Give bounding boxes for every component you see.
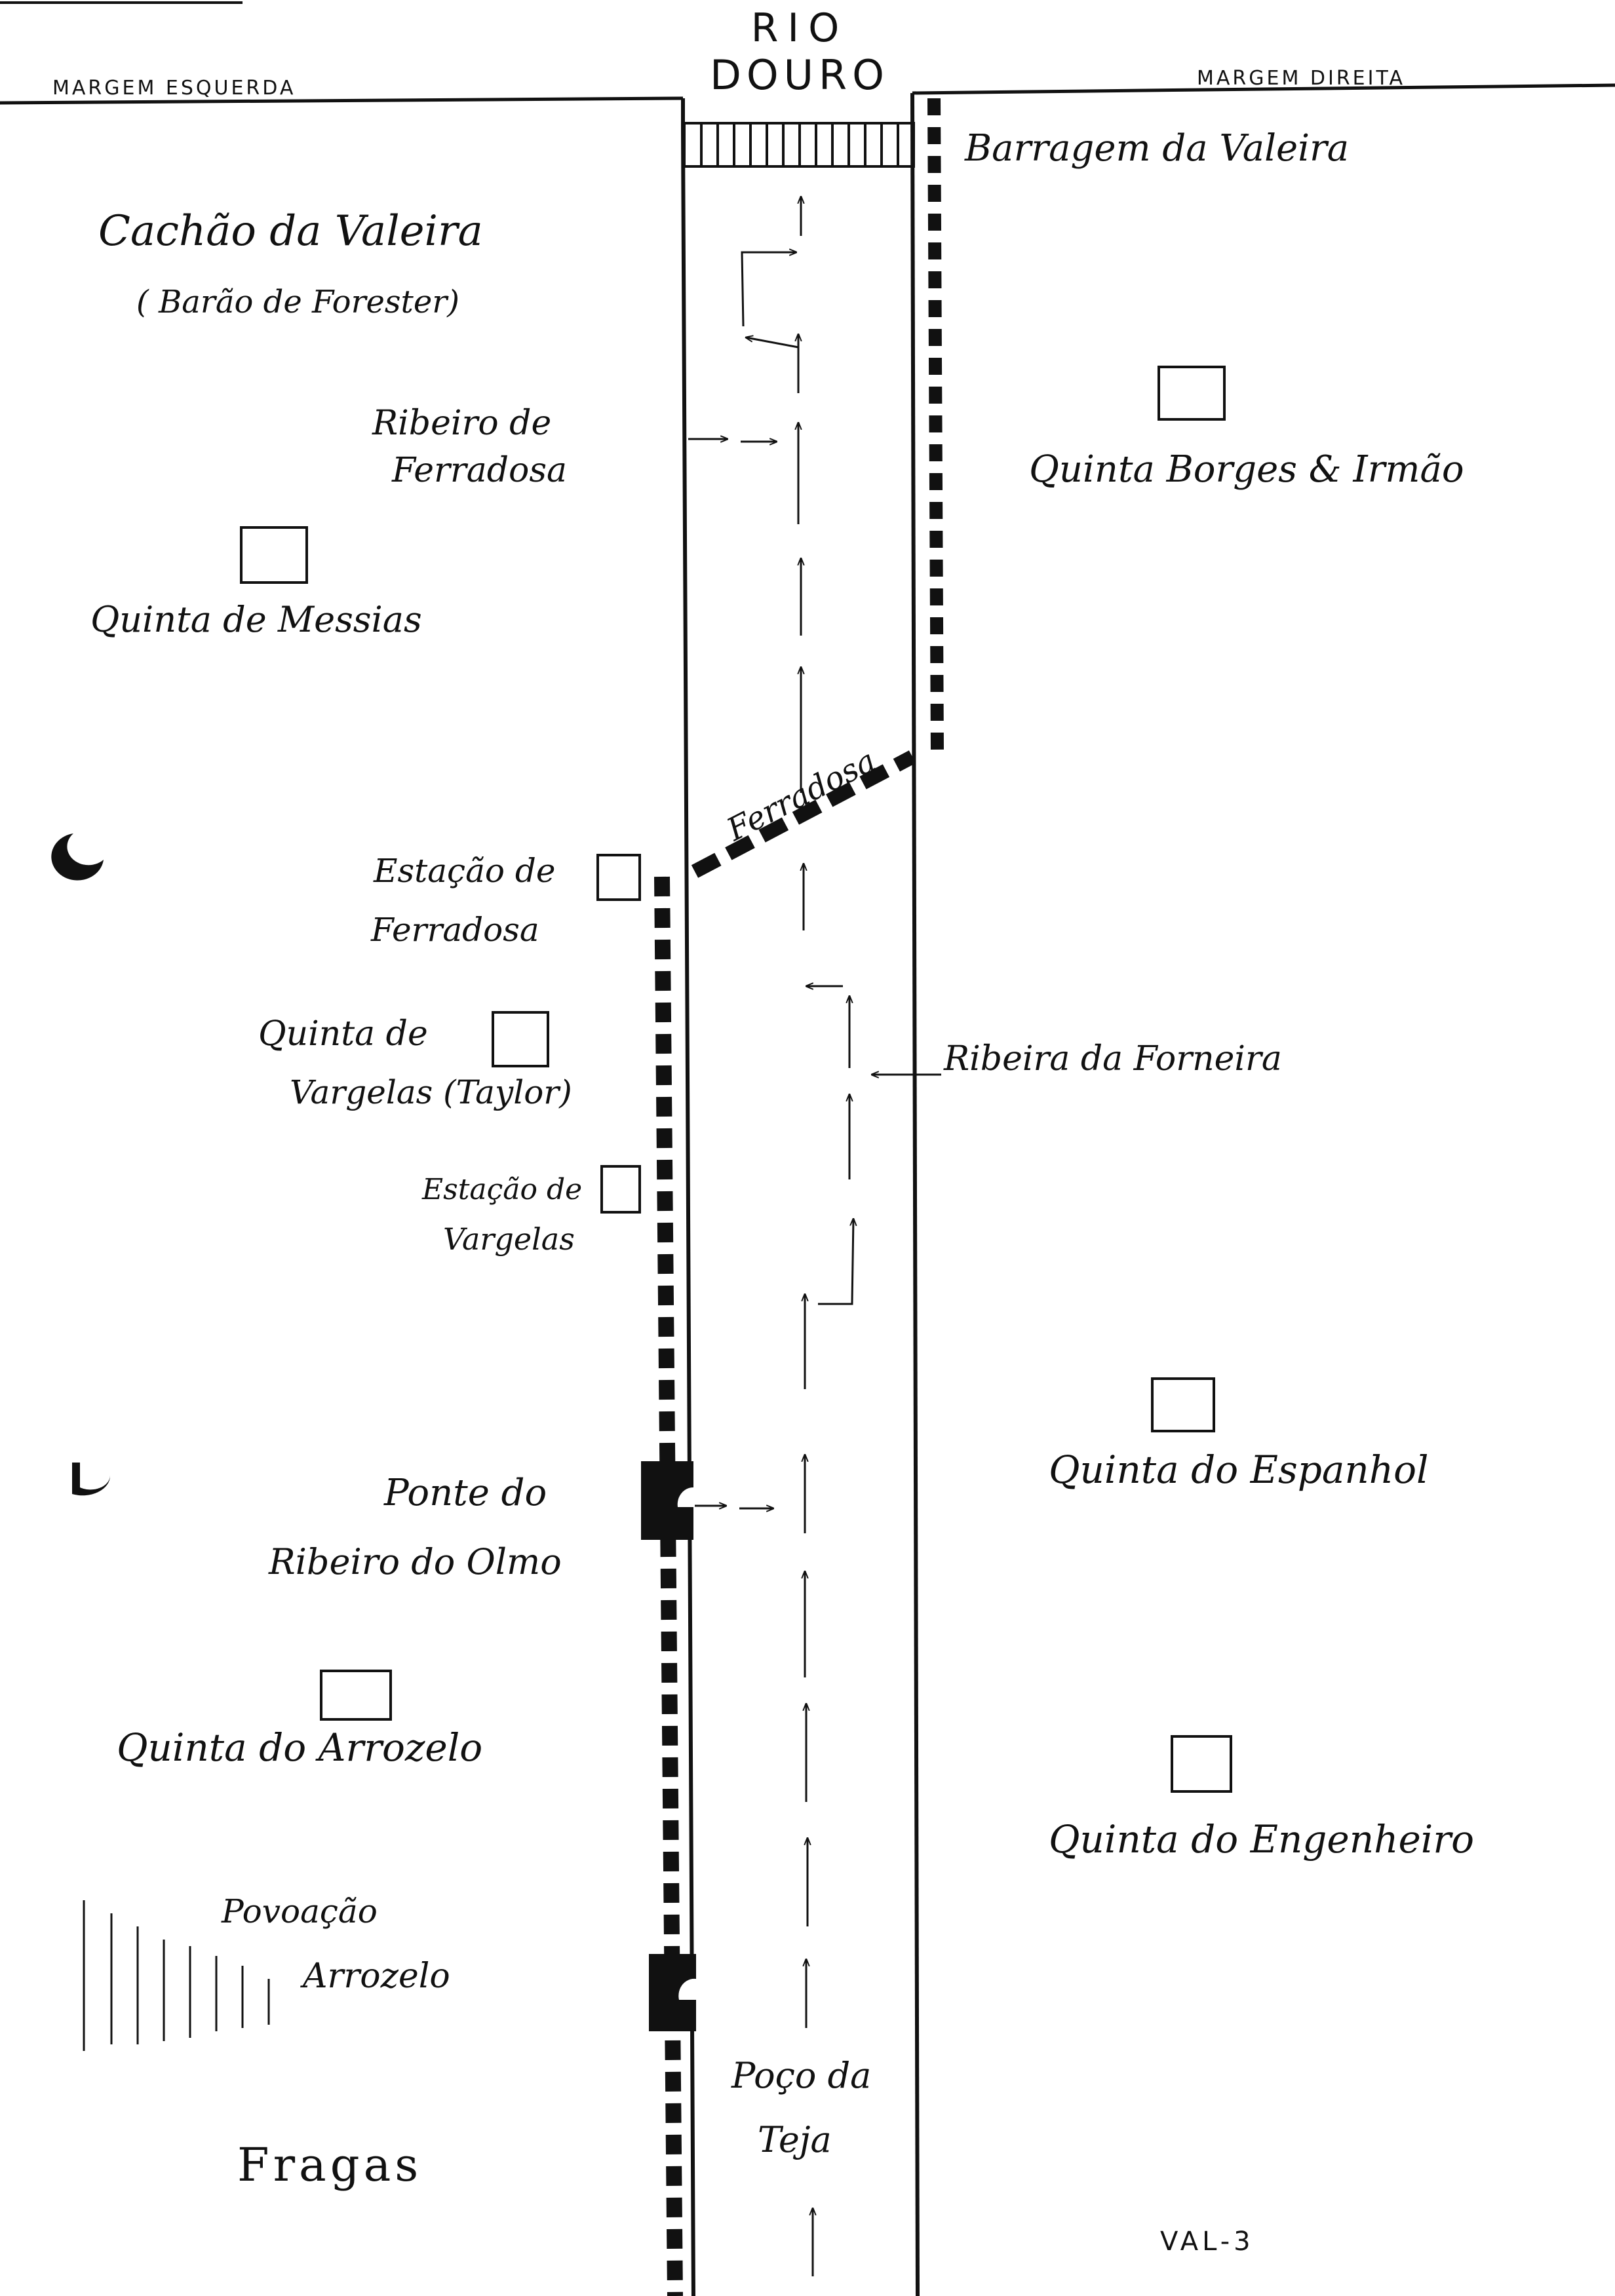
river-title-line2: DOURO (710, 51, 889, 99)
ribeiro-ferradosa-label-2: Ferradosa (392, 451, 568, 490)
estacao-vargelas-label-2: Vargelas (443, 1221, 575, 1257)
tunnel-arch-icon (649, 1954, 696, 2031)
tunnel-arch-icon (641, 1461, 693, 1540)
building-square-icon (240, 526, 308, 584)
quinta-vargelas-label: Quinta de (258, 1014, 428, 1054)
ribeira-forneira-label: Ribeira da Forneira (944, 1039, 1282, 1079)
crescent-moon-icon (51, 833, 104, 881)
railway-bridge-ferradosa (691, 750, 916, 878)
left-bank-line (0, 96, 684, 105)
poco-label-2: Teja (758, 2119, 832, 2160)
river-right-bank (910, 92, 920, 2296)
building-square-icon (600, 1165, 641, 1214)
crescent-moon-icon (72, 1463, 111, 1496)
ponte-olmo-label-2: Ribeiro do Olmo (269, 1541, 562, 1582)
poco-label: Poço da (731, 2055, 872, 2096)
map-code: VAL-3 (1160, 2227, 1255, 2257)
flow-arrow-icon (746, 337, 799, 349)
quinta-vargelas-label-2: Vargelas (Taylor) (290, 1073, 572, 1111)
quinta-espanhol-label: Quinta do Espanhol (1049, 1447, 1429, 1492)
building-square-icon (492, 1011, 549, 1067)
estacao-vargelas-label: Estação de (422, 1173, 583, 1206)
flow-arrows (688, 197, 941, 2276)
building-square-icon (1151, 1377, 1215, 1432)
village-hatching (83, 1900, 270, 2051)
railway-right-bank (927, 98, 944, 751)
estacao-ferradosa-label-2: Ferradosa (371, 911, 539, 949)
quinta-engenheiro-label: Quinta do Engenheiro (1049, 1817, 1474, 1862)
river-title-line1: RIO (750, 5, 849, 51)
povoacao-label: Povoação (222, 1892, 378, 1930)
left-bank-label: MARGEM ESQUERDA (52, 77, 296, 100)
dam-hatching (683, 122, 915, 168)
building-square-icon (1158, 366, 1226, 421)
right-bank-line (912, 83, 1615, 95)
right-bank-label: MARGEM DIREITA (1197, 67, 1405, 90)
building-square-icon (320, 1670, 392, 1721)
railway-left-bank (654, 876, 683, 2296)
fragas-label: Fragas (237, 2138, 423, 2192)
quinta-borges-label: Quinta Borges & Irmão (1029, 448, 1464, 491)
flow-arrow-icon (741, 252, 796, 327)
barao-label: ( Barão de Forester) (136, 284, 459, 320)
povoacao-label-2: Arrozelo (303, 1957, 450, 1996)
ponte-olmo-label: Ponte do (384, 1472, 547, 1514)
ribeiro-ferradosa-label: Ribeiro de (372, 404, 552, 443)
barragem-label: Barragem da Valeira (965, 127, 1350, 170)
building-square-icon (596, 854, 641, 901)
quinta-arrozelo-label: Quinta do Arrozelo (117, 1725, 483, 1770)
cachao-label: Cachão da Valeira (98, 207, 483, 256)
building-square-icon (1171, 1735, 1232, 1793)
flow-arrow-icon (818, 1219, 853, 1305)
estacao-ferradosa-label: Estação de (374, 852, 556, 890)
quinta-messias-label: Quinta de Messias (90, 599, 422, 640)
